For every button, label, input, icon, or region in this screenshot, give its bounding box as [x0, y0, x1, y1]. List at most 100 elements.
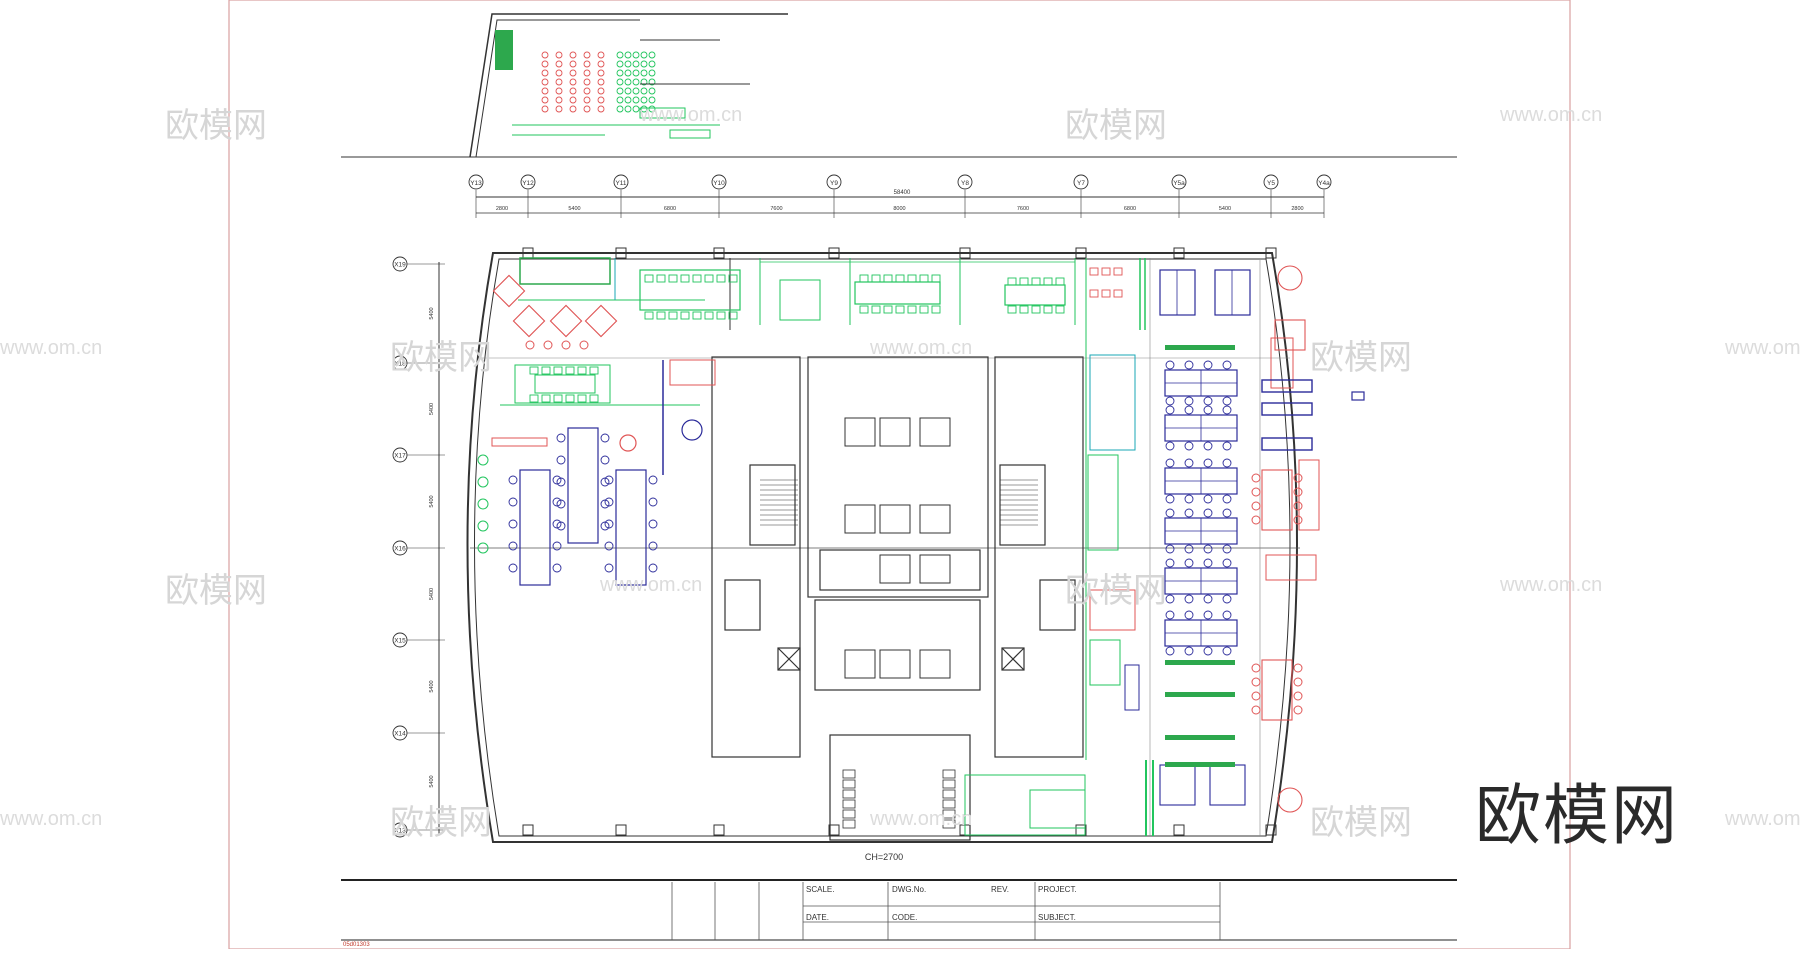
- meeting-chair: [1043, 305, 1053, 314]
- mini-chair: [624, 69, 632, 77]
- planter-strip: [1165, 762, 1235, 767]
- chair: [552, 497, 562, 507]
- watermark-url: www.om.cn: [0, 808, 103, 830]
- chair: [1251, 501, 1261, 511]
- column: [1265, 824, 1277, 836]
- grid-bubble: [520, 174, 536, 190]
- chair: [1184, 610, 1194, 620]
- grid-label-y: X19: [394, 262, 406, 269]
- chair: [1222, 458, 1232, 468]
- chair: [1165, 458, 1175, 468]
- mini-chair: [583, 69, 591, 77]
- right-workstations: [1159, 269, 1313, 806]
- chair: [1251, 473, 1261, 483]
- chair: [1203, 494, 1213, 504]
- meeting-chair: [680, 274, 690, 283]
- chair: [1251, 487, 1261, 497]
- watermark-text: 欧模网: [165, 571, 267, 611]
- toilet-stall: [942, 779, 956, 789]
- grid-bubble: [826, 174, 842, 190]
- watermark-url: www.om.cn: [0, 337, 103, 359]
- meeting-chair: [1089, 289, 1099, 298]
- elevator-cab: [879, 417, 911, 447]
- chair: [1293, 487, 1303, 497]
- chair: [1184, 441, 1194, 451]
- meeting-chair: [541, 366, 551, 375]
- elevator-cab: [919, 554, 951, 584]
- chair: [648, 475, 658, 485]
- mini-chair: [569, 87, 577, 95]
- meeting-chair: [656, 274, 666, 283]
- toilet-stall: [842, 769, 856, 779]
- meeting-chair: [565, 366, 575, 375]
- mini-chair: [541, 78, 549, 86]
- round-table: [1277, 787, 1303, 813]
- mini-chair: [597, 78, 605, 86]
- chair: [1293, 663, 1303, 673]
- meeting-chair: [529, 366, 539, 375]
- title-block: SCALE. DWG.No. REV. PROJECT. DATE. CODE.…: [341, 879, 1457, 948]
- chair: [600, 499, 610, 509]
- meeting-chair: [589, 366, 599, 375]
- chair: [1293, 705, 1303, 715]
- column: [1173, 247, 1185, 259]
- chair: [1165, 646, 1175, 656]
- watermark-logo: 欧模网: [1475, 777, 1679, 854]
- grid-label-x: Y8: [961, 180, 969, 187]
- meeting-chair: [577, 366, 587, 375]
- dimension-value-x: 7600: [1017, 206, 1029, 212]
- overall-dimension: 58400: [894, 190, 911, 196]
- grid-bubble: [957, 174, 973, 190]
- mini-chair: [583, 96, 591, 104]
- chair: [1293, 691, 1303, 701]
- workstation: [615, 469, 647, 586]
- meeting-chair: [529, 394, 539, 403]
- chair: [1203, 405, 1213, 415]
- chair: [600, 521, 610, 531]
- mini-chair: [616, 96, 624, 104]
- mini-floor-plan: [469, 13, 788, 158]
- chair: [604, 497, 614, 507]
- chair: [508, 519, 518, 529]
- chair: [1222, 610, 1232, 620]
- toilet-stall: [942, 769, 956, 779]
- chair: [1203, 610, 1213, 620]
- mini-chair: [648, 51, 656, 59]
- chair: [1293, 501, 1303, 511]
- chair: [508, 497, 518, 507]
- meeting-chair: [1031, 277, 1041, 286]
- watermark-text: 欧模网: [165, 106, 267, 146]
- mini-chair: [569, 96, 577, 104]
- chair: [1203, 508, 1213, 518]
- dimension-value-x: 6800: [664, 206, 676, 212]
- mini-chair: [648, 69, 656, 77]
- chair: [648, 563, 658, 573]
- lounge-table: [549, 304, 583, 338]
- workstation: [567, 427, 599, 544]
- dimension-value-y: 5400: [429, 680, 435, 692]
- mini-chair: [555, 78, 563, 86]
- meeting-chair: [716, 311, 726, 320]
- column: [713, 247, 725, 259]
- mini-chair: [640, 69, 648, 77]
- chair: [1165, 360, 1175, 370]
- column: [1075, 247, 1087, 259]
- meeting-chair: [577, 394, 587, 403]
- watermark-url: www.om.cn: [870, 337, 973, 359]
- mini-chair: [624, 96, 632, 104]
- mini-chair: [569, 60, 577, 68]
- meeting-chair: [1089, 267, 1099, 276]
- chair: [1203, 360, 1213, 370]
- chair: [648, 541, 658, 551]
- chair: [648, 519, 658, 529]
- chair: [1203, 544, 1213, 554]
- chair: [552, 563, 562, 573]
- chair: [1251, 515, 1261, 525]
- chair: [600, 455, 610, 465]
- mini-chair: [640, 51, 648, 59]
- title-project: PROJECT.: [1038, 885, 1077, 894]
- dimension-value-y: 5400: [429, 307, 435, 319]
- dimension-value-y: 5400: [429, 495, 435, 507]
